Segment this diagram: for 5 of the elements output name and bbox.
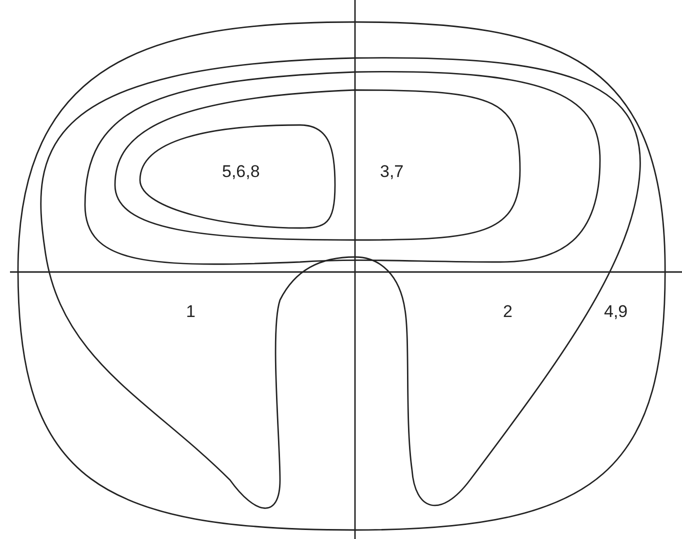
region-label: 1 [186,302,196,322]
region-label: 5,6,8 [222,162,260,182]
region-label: 4,9 [604,302,628,322]
region-label: 2 [503,302,512,322]
region-label: 3,7 [380,162,404,182]
